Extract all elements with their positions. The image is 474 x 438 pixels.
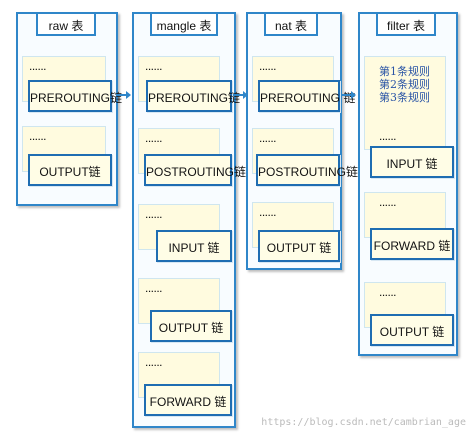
rule-ellipsis: ......: [379, 195, 397, 209]
rule-ellipsis: ......: [259, 59, 277, 73]
rule-ellipsis: ......: [379, 129, 397, 143]
chain-filter-output[interactable]: OUTPUT 链: [370, 314, 454, 346]
nat-table-title: nat 表: [264, 12, 318, 36]
mangle-table-title: mangle 表: [150, 12, 218, 36]
rule-ellipsis: ......: [145, 207, 163, 221]
chain-mangle-input[interactable]: INPUT 链: [156, 230, 232, 262]
rule-ellipsis: ......: [29, 129, 47, 143]
arrow-right-icon: [233, 91, 248, 99]
chain-mangle-postrouting[interactable]: POSTROUTING链: [144, 154, 246, 186]
chain-mangle-prerouting[interactable]: PREROUTING链: [146, 80, 240, 112]
chain-mangle-forward[interactable]: FORWARD 链: [144, 384, 232, 416]
chain-filter-input[interactable]: INPUT 链: [370, 146, 454, 178]
rule-ellipsis: ......: [145, 355, 163, 369]
nat-table: nat 表 ...... PREROUTING 链 ...... POSTROU…: [246, 12, 358, 270]
filter-table: filter 表 第1条规则 第2条规则 第3条规则 ...... INPUT …: [358, 12, 458, 356]
rule-ellipsis: ......: [145, 131, 163, 145]
chain-raw-output[interactable]: OUTPUT链: [28, 154, 112, 186]
rule-line: 第1条规则: [379, 65, 430, 78]
rule-line: 第3条规则: [379, 91, 430, 104]
raw-table: raw 表 ...... PREROUTING链 ...... OUTPUT链: [16, 12, 122, 206]
rule-ellipsis: ......: [29, 59, 47, 73]
chain-nat-prerouting[interactable]: PREROUTING 链: [258, 80, 355, 112]
rule-ellipsis: ......: [379, 285, 397, 299]
raw-table-title: raw 表: [36, 12, 96, 36]
mangle-table: mangle 表 ...... PREROUTING链 ...... POSTR…: [132, 12, 246, 428]
chain-raw-prerouting[interactable]: PREROUTING链: [28, 80, 122, 112]
filter-table-title: filter 表: [376, 12, 436, 36]
chain-mangle-output[interactable]: OUTPUT 链: [150, 310, 232, 342]
filter-rules-list: 第1条规则 第2条规则 第3条规则: [379, 65, 430, 104]
rule-ellipsis: ......: [259, 205, 277, 219]
rule-ellipsis: ......: [145, 59, 163, 73]
arrow-right-icon: [116, 91, 131, 99]
rule-ellipsis: ......: [145, 281, 163, 295]
chain-nat-postrouting[interactable]: POSTROUTING链: [256, 154, 358, 186]
chain-nat-output[interactable]: OUTPUT 链: [258, 230, 340, 262]
rule-card: 第1条规则 第2条规则 第3条规则 ......: [364, 56, 446, 150]
rule-ellipsis: ......: [259, 131, 277, 145]
rule-line: 第2条规则: [379, 78, 430, 91]
chain-filter-forward[interactable]: FORWARD 链: [370, 228, 454, 260]
arrow-right-icon: [341, 91, 356, 99]
watermark: https://blog.csdn.net/cambrian_age: [261, 417, 466, 428]
